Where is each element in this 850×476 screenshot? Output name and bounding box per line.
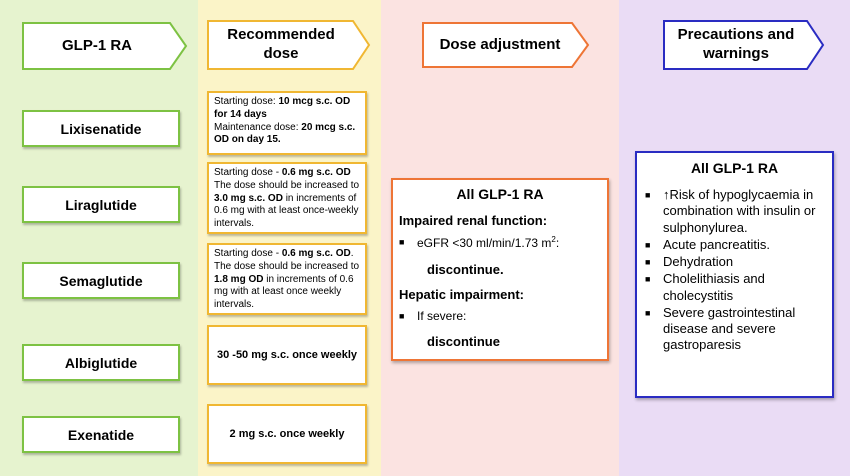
header-arrow-glp1-ra xyxy=(22,22,188,70)
square-bullet-icon: ■ xyxy=(645,274,651,285)
header-precautions: Precautions and warnings xyxy=(677,26,795,62)
square-bullet-icon: ■ xyxy=(645,307,651,318)
header-arrow-precautions xyxy=(663,20,825,70)
square-bullet-icon: ■ xyxy=(645,190,651,200)
precaution-item: ■ ↑Risk of hypoglycaemia in combination … xyxy=(645,187,824,236)
square-bullet-icon: ■ xyxy=(399,310,405,321)
dose-value: 0.6 mg s.c. OD xyxy=(281,248,351,259)
dose-text: in increments of 0.6 mg with at least on… xyxy=(214,273,354,311)
renal-action: discontinue. xyxy=(427,261,504,277)
dose-text: Starting dose: xyxy=(214,96,279,107)
dose-albiglutide: 30 -50 mg s.c. once weekly xyxy=(207,325,367,385)
renal-heading: Impaired renal function: xyxy=(399,213,548,228)
header-glp1-ra: GLP-1 RA xyxy=(61,36,132,54)
dose-adjustment-panel: All GLP-1 RA Impaired renal function: ■ … xyxy=(391,178,609,361)
dose-liraglutide: Starting dose - 0.6 mg s.c. OD The dose … xyxy=(207,162,367,234)
renal-criteria-end: : xyxy=(555,236,560,250)
drug-exenatide: Exenatide xyxy=(22,416,180,453)
precaution-item: ■ Acute pancreatitis. xyxy=(645,237,824,253)
dose-value: 10 mcg s.c. OD for 14 days xyxy=(214,96,351,120)
drug-albiglutide: Albiglutide xyxy=(22,344,180,381)
dose-value: 0.6 mg s.c. OD xyxy=(281,167,351,178)
dose-exenatide: 2 mg s.c. once weekly xyxy=(207,404,367,464)
header-arrow-dose xyxy=(207,20,371,70)
dose-text: . The dose should be increased to xyxy=(214,248,360,272)
dose-lixisenatide: Starting dose: 10 mcg s.c. OD for 14 day… xyxy=(207,91,367,155)
header-arrow-adjust xyxy=(422,22,590,68)
hepatic-heading: Hepatic impairment: xyxy=(399,286,524,302)
dose-text: in increments of 0.6 mg with at least on… xyxy=(214,192,359,230)
drug-semaglutide: Semaglutide xyxy=(22,262,180,299)
precaution-item: ■ Cholelithiasis and cholecystitis xyxy=(645,271,824,304)
precaution-text: Dehydration xyxy=(663,254,734,269)
dose-text: The dose should be increased to xyxy=(214,179,360,191)
adjustment-title: All GLP-1 RA xyxy=(456,186,544,202)
precaution-item: ■ Severe gastrointestinal disease and se… xyxy=(645,305,824,354)
renal-criteria-sup: 2 xyxy=(551,235,556,244)
square-bullet-icon: ■ xyxy=(399,237,405,247)
dose-semaglutide: Starting dose - 0.6 mg s.c. OD. The dose… xyxy=(207,243,367,315)
header-dose-adjustment: Dose adjustment xyxy=(439,35,561,53)
column-glp1-ra xyxy=(0,0,198,476)
drug-lixisenatide: Lixisenatide xyxy=(22,110,180,147)
renal-bullet: ■ eGFR <30 ml/min/1.73 m2: xyxy=(399,235,601,252)
dose-value: 20 mcg s.c. OD on day 15. xyxy=(214,121,356,146)
precaution-text: Acute pancreatitis. xyxy=(663,236,770,252)
precaution-item: ■ Dehydration xyxy=(645,254,824,270)
header-recommended-dose: Recommended dose xyxy=(227,26,335,62)
column-recommended-dose xyxy=(198,0,381,476)
dose-text: Maintenance dose: xyxy=(214,121,302,133)
renal-criteria-text: eGFR <30 ml/min/1.73 m xyxy=(417,236,552,250)
renal-criteria: eGFR <30 ml/min/1.73 m2: xyxy=(417,235,559,252)
dose-value: 1.8 mg OD xyxy=(214,273,264,285)
square-bullet-icon: ■ xyxy=(645,257,651,267)
hepatic-criteria: If severe: xyxy=(417,308,467,323)
dose-value: 3.0 mg s.c. OD xyxy=(214,192,283,204)
precaution-text: ↑Risk of hypoglycaemia in combination wi… xyxy=(663,187,816,235)
precaution-text: Cholelithiasis and cholecystitis xyxy=(663,271,765,303)
precautions-title: All GLP-1 RA xyxy=(690,160,779,176)
dose-text: Starting dose - xyxy=(214,248,282,259)
precaution-text: Severe gastrointestinal disease and seve… xyxy=(663,304,796,353)
square-bullet-icon: ■ xyxy=(645,239,651,250)
hepatic-bullet: ■ If severe: xyxy=(399,309,601,325)
precautions-panel: All GLP-1 RA ■ ↑Risk of hypoglycaemia in… xyxy=(635,151,834,398)
hepatic-action: discontinue xyxy=(427,334,500,350)
dose-text: Starting dose - xyxy=(214,167,282,178)
drug-liraglutide: Liraglutide xyxy=(22,186,180,223)
